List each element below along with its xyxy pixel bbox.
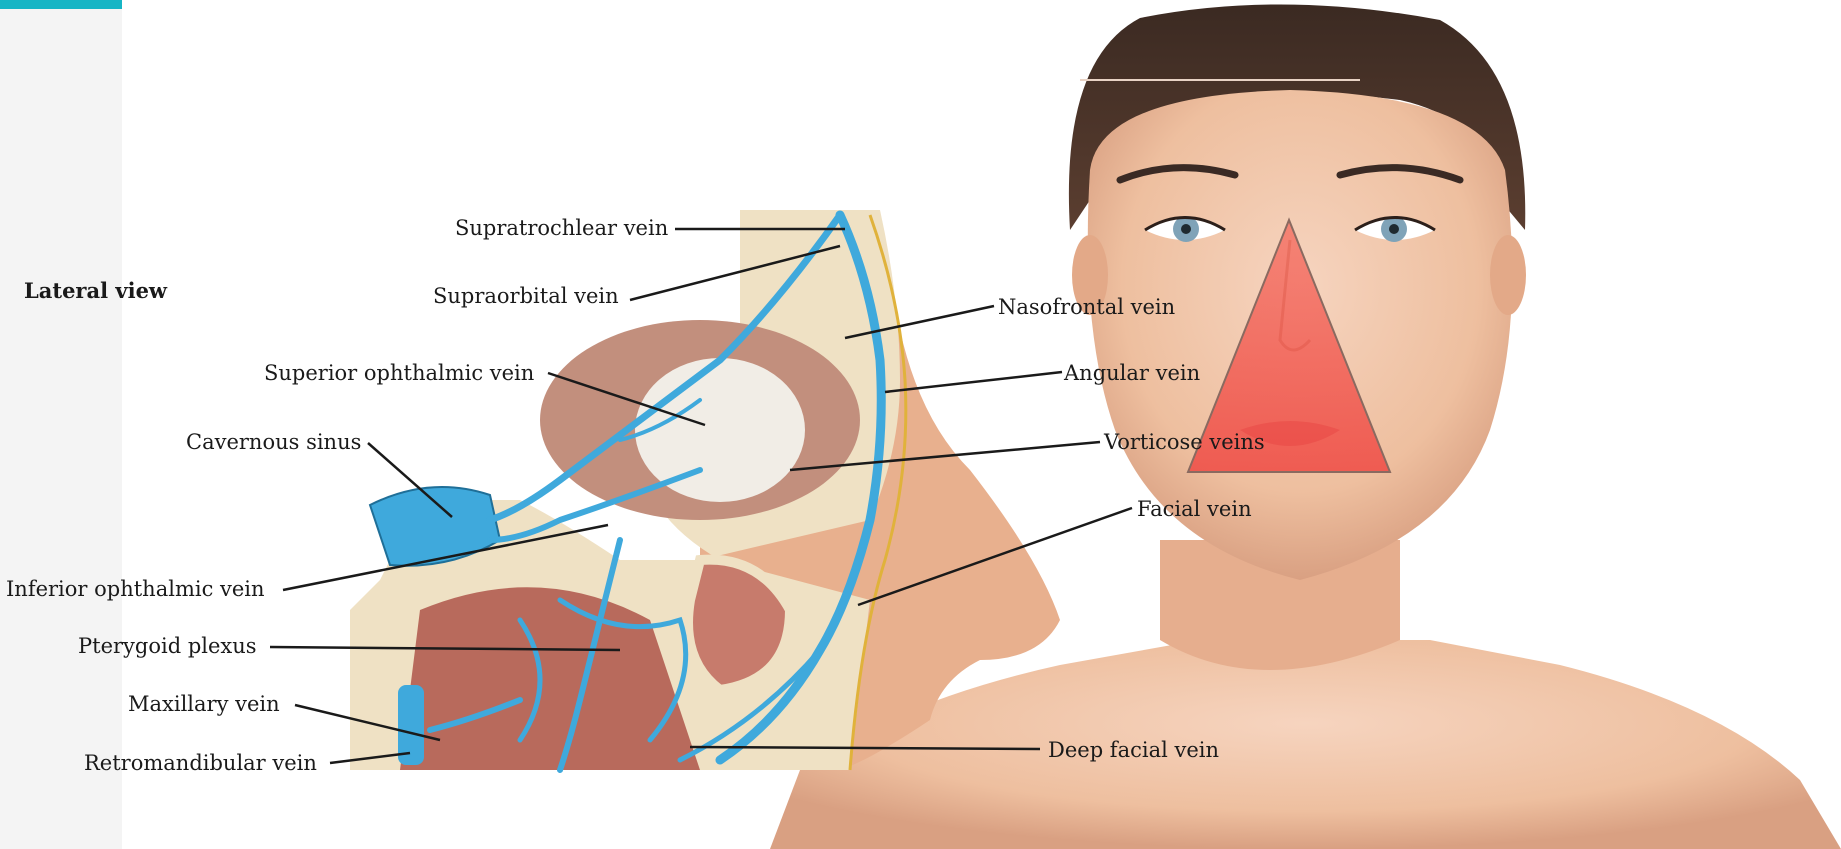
label-retromandibular-vein: Retromandibular vein <box>84 753 317 774</box>
label-maxillary-vein: Maxillary vein <box>128 694 280 715</box>
label-inferior-ophthalmic-vein: Inferior ophthalmic vein <box>6 579 265 600</box>
label-supratrochlear-vein: Supratrochlear vein <box>455 218 668 239</box>
right-ear <box>1490 235 1526 315</box>
label-vorticose-veins: Vorticose veins <box>1104 432 1265 453</box>
label-cavernous-sinus: Cavernous sinus <box>186 432 361 453</box>
view-caption: Lateral view <box>24 278 167 303</box>
label-deep-facial-vein: Deep facial vein <box>1048 740 1219 761</box>
label-superior-ophthalmic-vein: Superior ophthalmic vein <box>264 363 534 384</box>
label-facial-vein: Facial vein <box>1137 499 1252 520</box>
label-angular-vein: Angular vein <box>1064 363 1200 384</box>
eyeball <box>635 358 805 502</box>
label-supraorbital-vein: Supraorbital vein <box>433 286 619 307</box>
label-nasofrontal-vein: Nasofrontal vein <box>998 297 1175 318</box>
label-pterygoid-plexus: Pterygoid plexus <box>78 636 257 657</box>
